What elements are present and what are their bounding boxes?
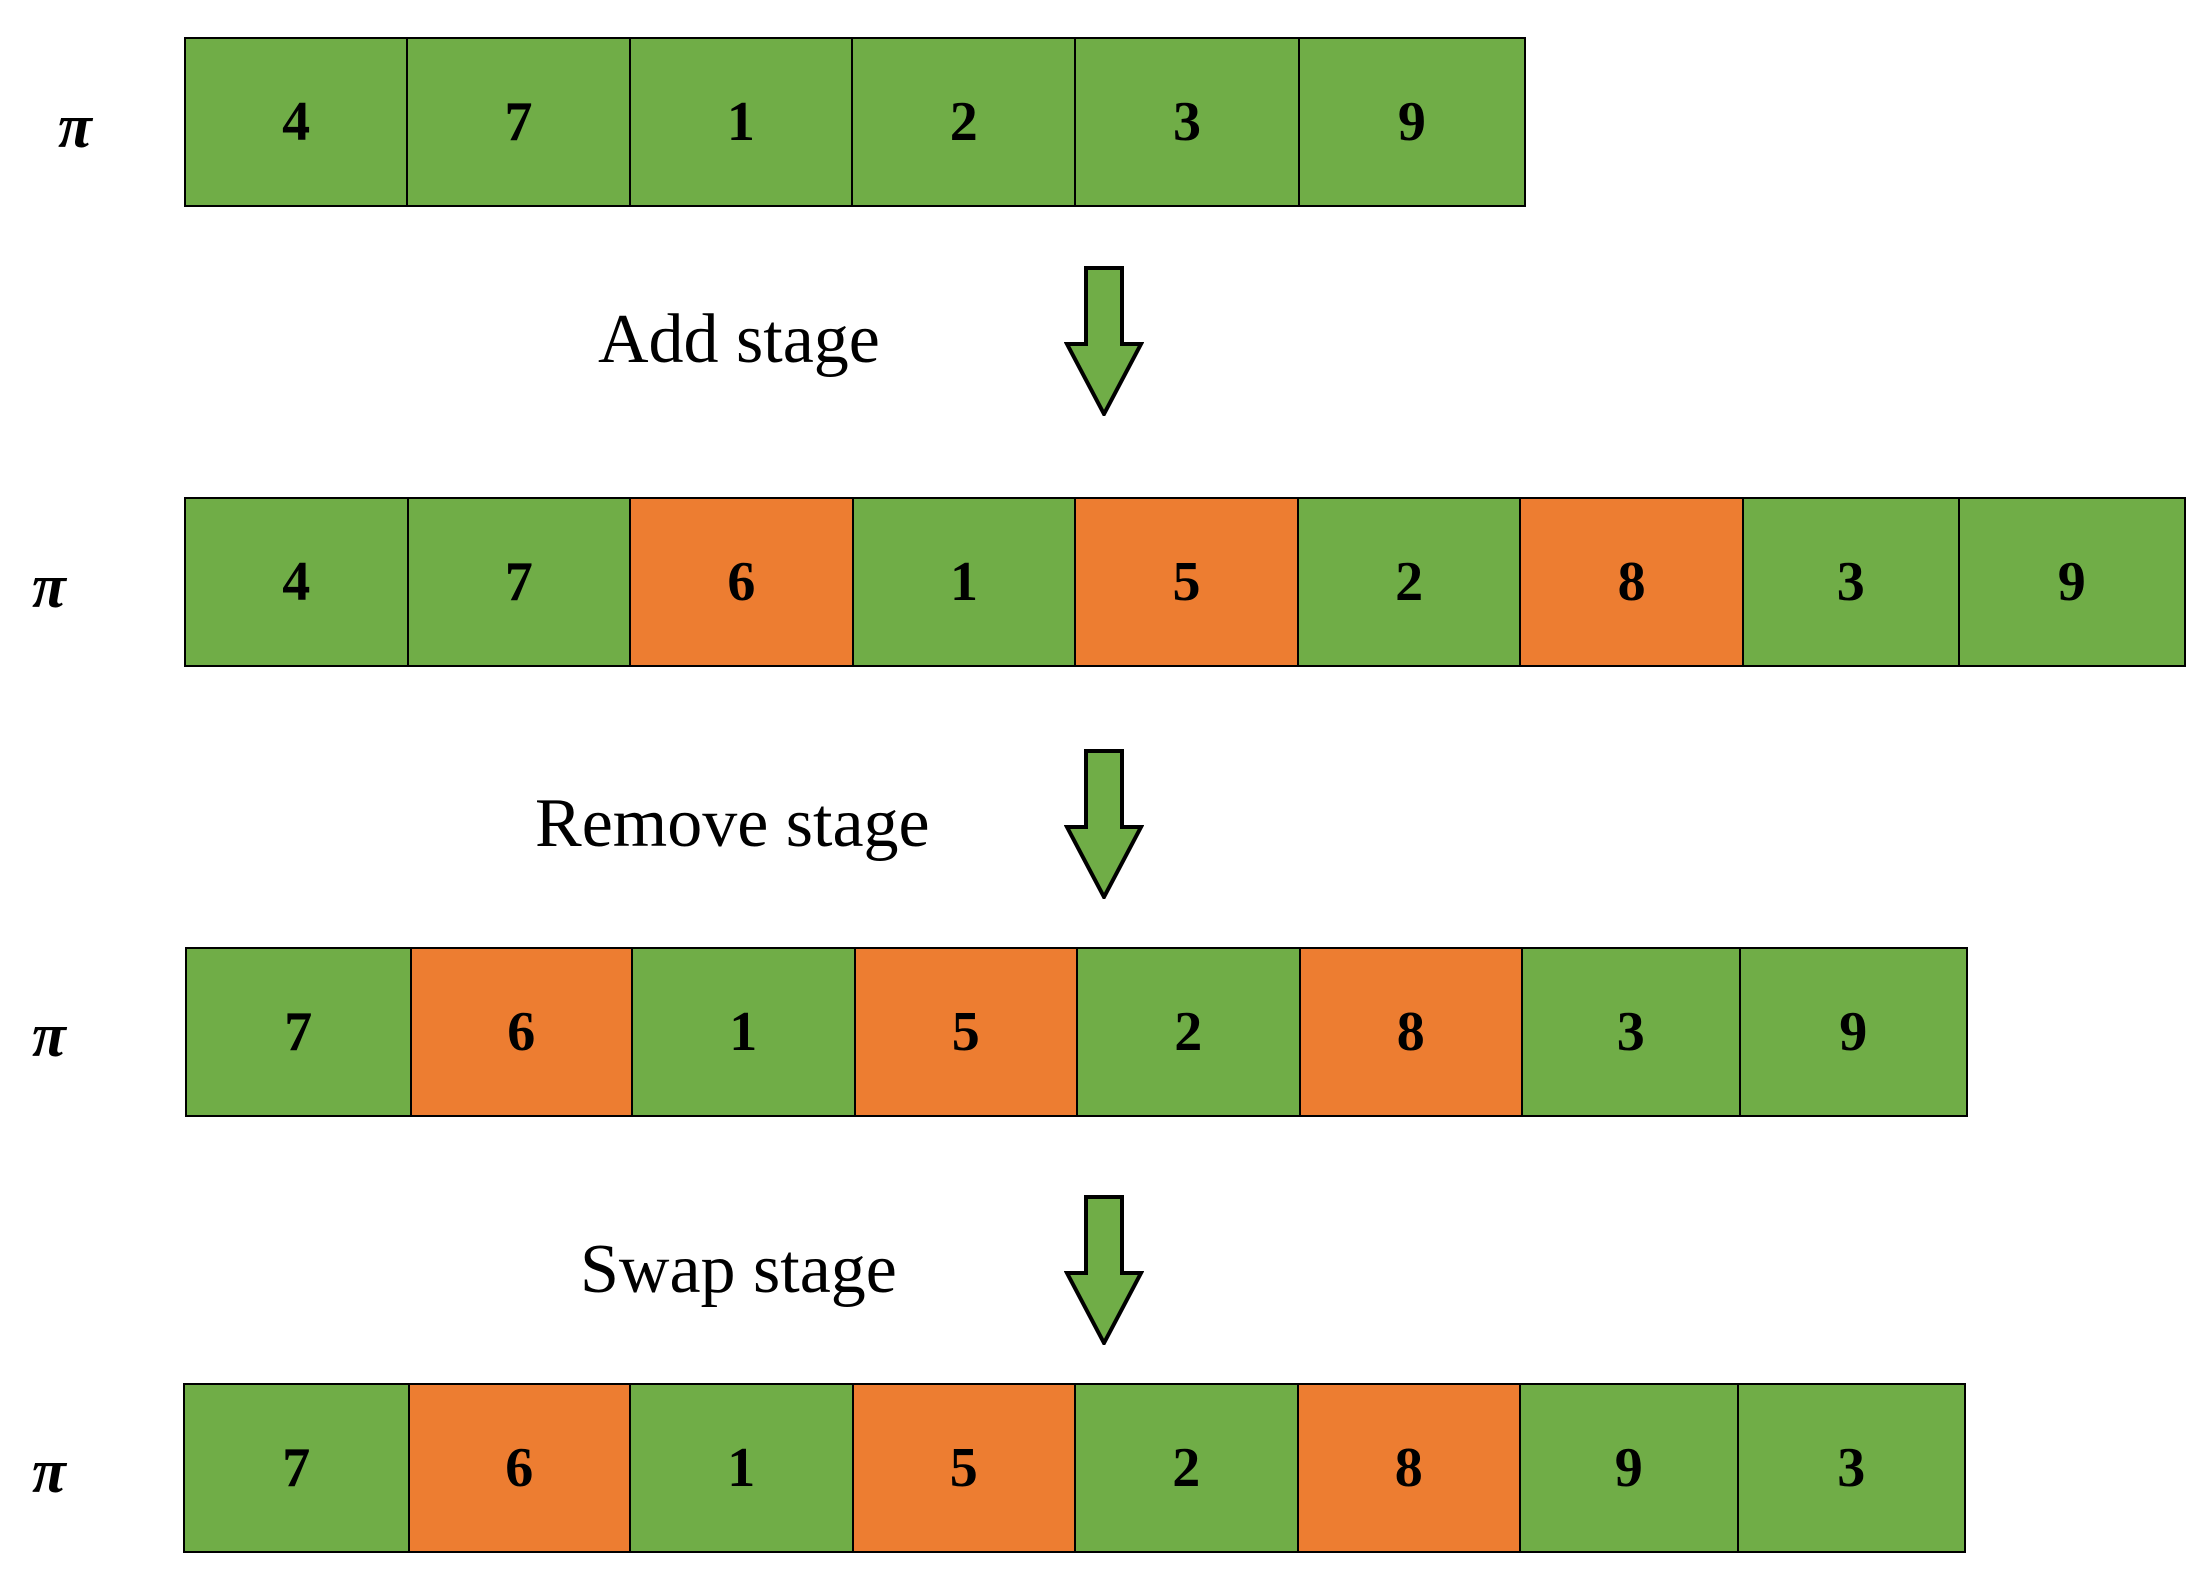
sequence-cell: 2 — [1078, 949, 1301, 1115]
down-arrow-icon — [1064, 266, 1144, 416]
pi-label: π — [58, 93, 92, 161]
sequence-cell: 9 — [1521, 1385, 1739, 1551]
sequence-cell: 3 — [1076, 39, 1300, 205]
sequence-cell: 1 — [633, 949, 856, 1115]
sequence-cell: 3 — [1743, 499, 1960, 665]
sequence-cell: 5 — [853, 1385, 1076, 1551]
stage-label: Add stage — [598, 301, 880, 378]
sequence-cells: 4 7 6 1 5 2 8 3 9 — [184, 497, 2186, 667]
sequence-cells: 7 6 1 5 2 8 9 3 — [183, 1383, 1966, 1553]
sequence-cell: 9 — [1959, 499, 2185, 665]
sequence-cell: 9 — [1740, 949, 1966, 1115]
sequence-cells: 4 7 1 2 3 9 — [184, 37, 1526, 207]
sequence-cell: 7 — [185, 1385, 410, 1551]
sequence-cell: 3 — [1738, 1385, 1964, 1551]
sequence-cell: 2 — [1076, 1385, 1299, 1551]
sequence-cell: 3 — [1523, 949, 1741, 1115]
sequence-cell: 8 — [1300, 949, 1523, 1115]
sequence-cell: 4 — [186, 499, 409, 665]
sequence-cell: 6 — [411, 949, 633, 1115]
sequence-cell: 7 — [187, 949, 412, 1115]
sequence-cell: 1 — [853, 499, 1077, 665]
sequence-cell: 2 — [853, 39, 1077, 205]
sequence-cell: 5 — [1076, 499, 1299, 665]
pi-label: π — [32, 1002, 66, 1070]
sequence-cell: 6 — [409, 1385, 631, 1551]
pi-label: π — [32, 553, 66, 621]
sequence-cell: 6 — [631, 499, 854, 665]
sequence-cells: 7 6 1 5 2 8 3 9 — [185, 947, 1968, 1117]
sequence-cell: 7 — [408, 499, 632, 665]
sequence-cell: 7 — [408, 39, 631, 205]
down-arrow-icon — [1064, 749, 1144, 899]
sequence-cell: 4 — [186, 39, 409, 205]
sequence-cell: 1 — [631, 1385, 854, 1551]
sequence-cell: 5 — [855, 949, 1078, 1115]
sequence-cell: 9 — [1299, 39, 1525, 205]
down-arrow-icon — [1064, 1195, 1144, 1345]
sequence-cell: 2 — [1298, 499, 1522, 665]
sequence-cell: 1 — [630, 39, 854, 205]
stage-label: Swap stage — [580, 1231, 897, 1308]
sequence-cell: 8 — [1521, 499, 1744, 665]
sequence-cell: 8 — [1298, 1385, 1521, 1551]
pi-label: π — [32, 1438, 66, 1506]
stage-label: Remove stage — [535, 785, 930, 862]
